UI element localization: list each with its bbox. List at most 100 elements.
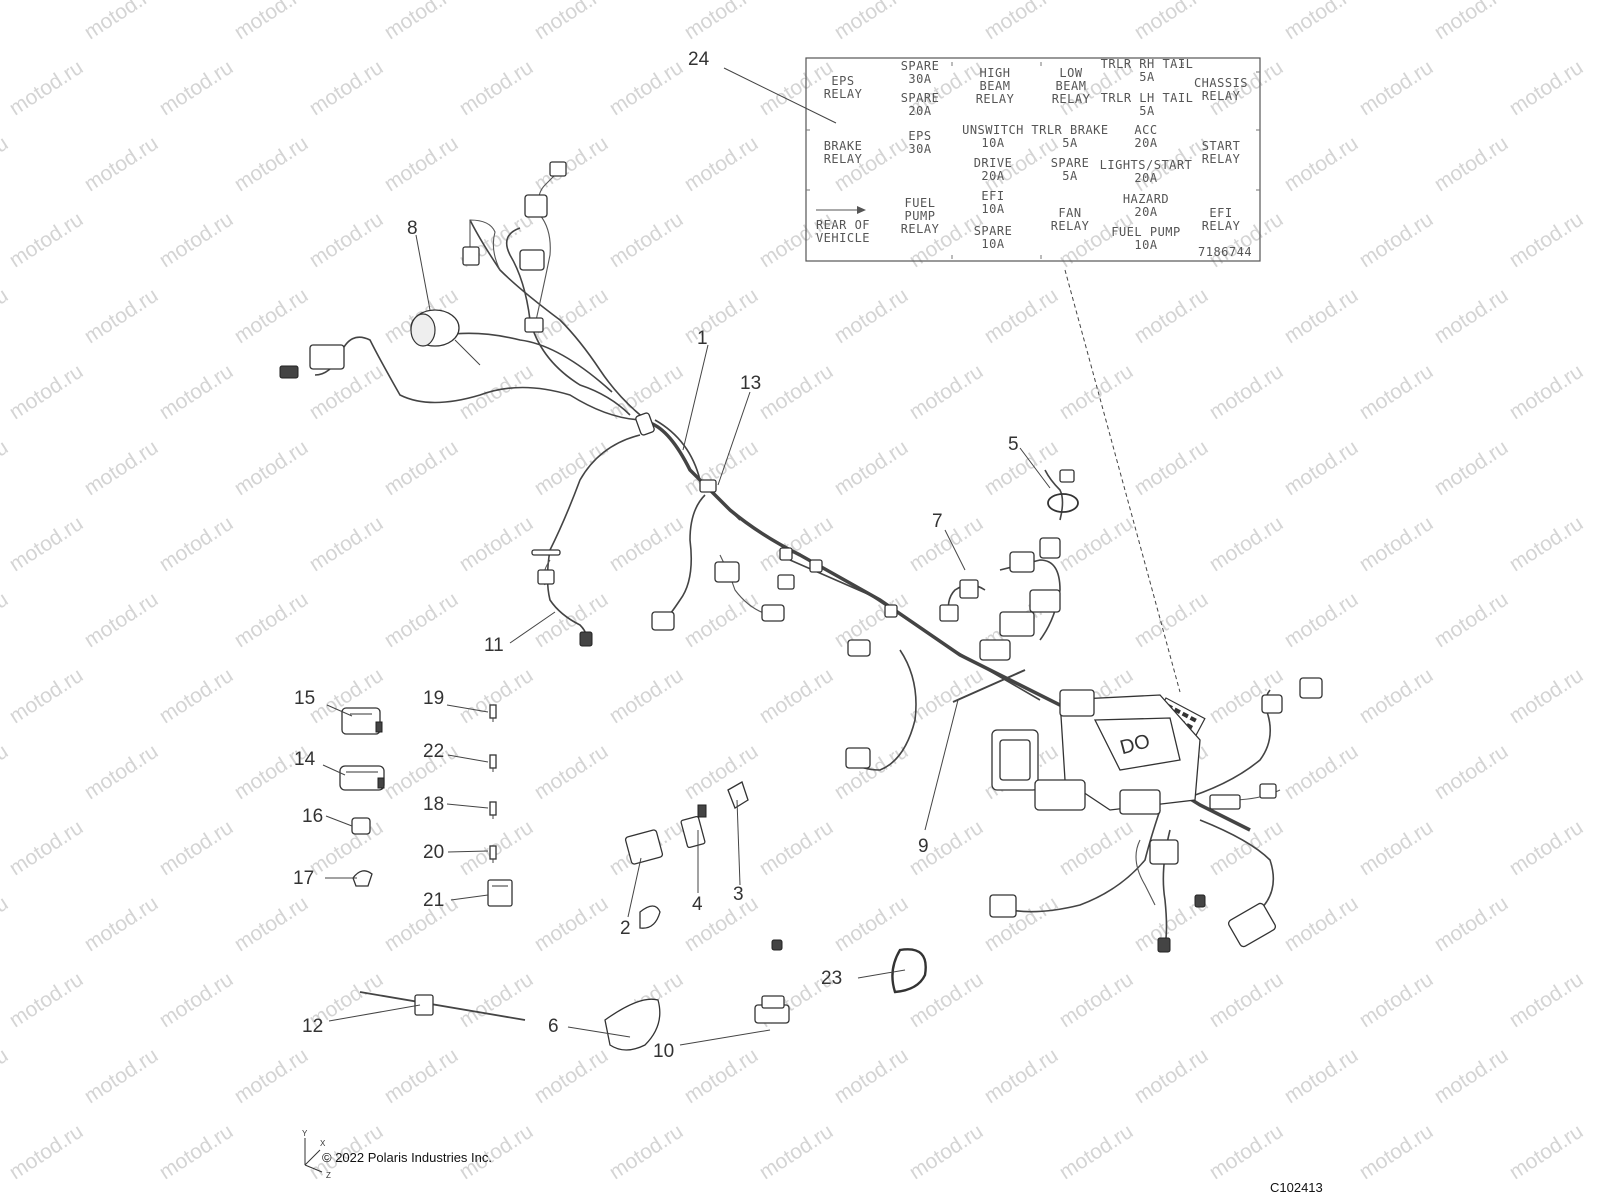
- watermark-text: motod.ru: [1280, 284, 1362, 348]
- watermark-text: motod.ru: [755, 664, 837, 728]
- callout-11: 11: [484, 635, 504, 656]
- watermark-text: motod.ru: [1055, 968, 1137, 1032]
- watermark-text: motod.ru: [230, 436, 312, 500]
- fuse-cell-eps-relay: RELAY: [824, 87, 863, 101]
- callout-leaders: [322, 67, 1051, 1046]
- watermark-text: motod.ru: [605, 512, 687, 576]
- callout-5: 5: [1008, 434, 1019, 455]
- watermark-text: motod.ru: [1280, 740, 1362, 804]
- watermark-text: motod.ru: [1205, 816, 1287, 880]
- callout-19: 19: [423, 688, 444, 709]
- callout-3: 3: [733, 884, 744, 905]
- watermark-text: motod.ru: [830, 0, 912, 44]
- watermark-text: motod.ru: [1505, 512, 1587, 576]
- watermark-text: motod.ru: [1130, 436, 1212, 500]
- watermark-text: motod.ru: [455, 56, 537, 120]
- watermark-text: motod.ru: [5, 1120, 87, 1184]
- fuse-cell-trlr-rh: TRLR RH TAIL: [1101, 57, 1194, 71]
- watermark-text: motod.ru: [5, 512, 87, 576]
- fuse-cell-acc: 20A: [1134, 136, 1157, 150]
- callout-15: 15: [294, 688, 315, 709]
- watermark-text: motod.ru: [905, 512, 987, 576]
- watermark-text: motod.ru: [1355, 1120, 1437, 1184]
- watermark-text: motod.ru: [1505, 1120, 1587, 1184]
- watermark-text: motod.ru: [530, 284, 612, 348]
- fuse-box-label: EPSRELAYSPARE30ASPARE20AEPS30AHIGHBEAMRE…: [805, 57, 1261, 262]
- watermark-text: motod.ru: [1505, 360, 1587, 424]
- watermark-text: motod.ru: [1505, 56, 1587, 120]
- watermark-text: motod.ru: [830, 892, 912, 956]
- part-16-terminal-lock: [351, 817, 371, 835]
- fuse-cell-low-beam: RELAY: [1052, 92, 1091, 106]
- callout-9: 9: [918, 836, 929, 857]
- watermark-text: motod.ru: [155, 360, 237, 424]
- watermark-text: motod.ru: [1355, 208, 1437, 272]
- watermark-text: motod.ru: [680, 0, 762, 44]
- watermark-text: motod.ru: [230, 0, 312, 44]
- callout-12: 12: [302, 1016, 323, 1037]
- main-wire-harness: [314, 169, 1281, 946]
- fuse-cell-start-relay: RELAY: [1202, 152, 1241, 166]
- watermark-text: motod.ru: [305, 512, 387, 576]
- part-6-cover: [604, 998, 661, 1051]
- watermark-text: motod.ru: [530, 1044, 612, 1108]
- watermark-text: motod.ru: [1280, 588, 1362, 652]
- fuse-cell-unswitch: 10A: [981, 136, 1004, 150]
- fuse-cell-chassis: RELAY: [1202, 89, 1241, 103]
- watermark-layer: motod.ru motod.ru motod.ru motod.ru motod.ru…: [0, 0, 1587, 1184]
- watermark-text: motod.ru: [680, 436, 762, 500]
- callout-13: 13: [740, 373, 761, 394]
- copyright-text: © 2022 Polaris Industries Inc.: [322, 1150, 492, 1165]
- fuse-cell-lights-start: 20A: [1134, 171, 1157, 185]
- fuse-cell-spare-20a: SPARE: [901, 91, 940, 105]
- callout-10: 10: [653, 1041, 674, 1062]
- watermark-text: motod.ru: [1130, 588, 1212, 652]
- callout-8: 8: [407, 218, 418, 239]
- watermark-text: motod.ru: [980, 1044, 1062, 1108]
- watermark-text: motod.ru: [305, 56, 387, 120]
- small-fastener-part: [771, 939, 783, 951]
- watermark-text: motod.ru: [155, 512, 237, 576]
- watermark-text: motod.ru: [980, 0, 1062, 44]
- fuse-cell-spare-5a: 5A: [1062, 169, 1078, 183]
- part-8-horn: [410, 309, 481, 366]
- watermark-text: motod.ru: [1280, 0, 1362, 44]
- fuse-cell-fuel-pump-10a: FUEL PUMP: [1111, 225, 1181, 239]
- part-2-relay: [624, 829, 664, 929]
- fuse-cell-eps-relay: EPS: [831, 74, 854, 88]
- watermark-text: motod.ru: [605, 1120, 687, 1184]
- watermark-text: motod.ru: [5, 664, 87, 728]
- watermark-text: motod.ru: [0, 740, 12, 804]
- fuse-cell-trlr-rh: 5A: [1139, 70, 1155, 84]
- fuse-cell-trlr-lh: 5A: [1139, 104, 1155, 118]
- watermark-text: motod.ru: [0, 0, 12, 44]
- fuse-cell-spare-30a: SPARE: [901, 59, 940, 73]
- harness-connectors: DO: [279, 161, 1323, 953]
- fuse-cell-rear-of-vehicle: REAR OF: [816, 218, 870, 232]
- fuse-cell-fan-relay: RELAY: [1051, 219, 1090, 233]
- callout-16: 16: [302, 806, 323, 827]
- watermark-text: motod.ru: [755, 512, 837, 576]
- watermark-text: motod.ru: [680, 588, 762, 652]
- watermark-text: motod.ru: [155, 816, 237, 880]
- watermark-text: motod.ru: [155, 1120, 237, 1184]
- watermark-text: motod.ru: [830, 284, 912, 348]
- watermark-text: motod.ru: [230, 1044, 312, 1108]
- callout-18: 18: [423, 794, 444, 815]
- watermark-text: motod.ru: [0, 1044, 12, 1108]
- watermark-text: motod.ru: [1280, 132, 1362, 196]
- watermark-text: motod.ru: [1205, 360, 1287, 424]
- watermark-text: motod.ru: [0, 588, 12, 652]
- fuse-cell-fuel-pump-relay: FUEL: [905, 196, 936, 210]
- axis-y-label: Y: [302, 1129, 308, 1138]
- watermark-text: motod.ru: [5, 816, 87, 880]
- watermark-text: motod.ru: [1505, 816, 1587, 880]
- watermark-text: motod.ru: [0, 436, 12, 500]
- watermark-text: motod.ru: [1430, 1044, 1512, 1108]
- watermark-text: motod.ru: [755, 360, 837, 424]
- watermark-text: motod.ru: [980, 284, 1062, 348]
- watermark-text: motod.ru: [1505, 664, 1587, 728]
- watermark-text: motod.ru: [1280, 892, 1362, 956]
- watermark-text: motod.ru: [230, 892, 312, 956]
